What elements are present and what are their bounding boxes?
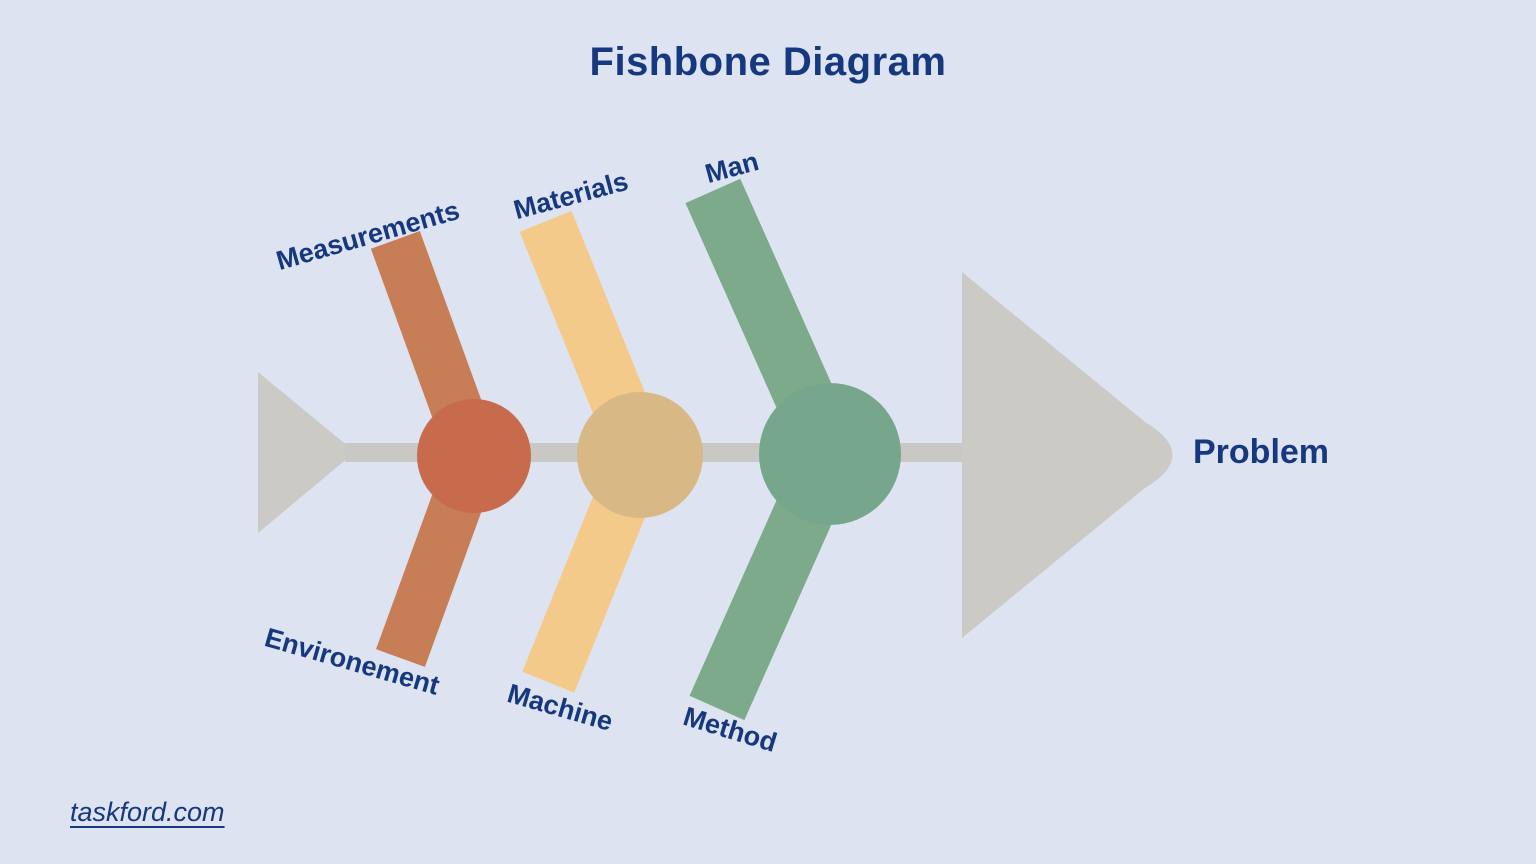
fish-tail-triangle: [258, 372, 355, 533]
bone-node-circle: [577, 392, 703, 518]
bone-node-circle: [759, 383, 901, 525]
fish-head-arrow: [962, 272, 1173, 638]
bone-measurements-environement: [370, 230, 531, 667]
diagram-title: Fishbone Diagram: [589, 40, 947, 84]
bone-man-method: [685, 178, 901, 721]
bone-materials-machine: [519, 210, 703, 693]
problem-label: Problem: [1193, 433, 1330, 471]
watermark-link[interactable]: taskford.com: [70, 797, 225, 827]
bone-node-circle: [417, 399, 531, 513]
